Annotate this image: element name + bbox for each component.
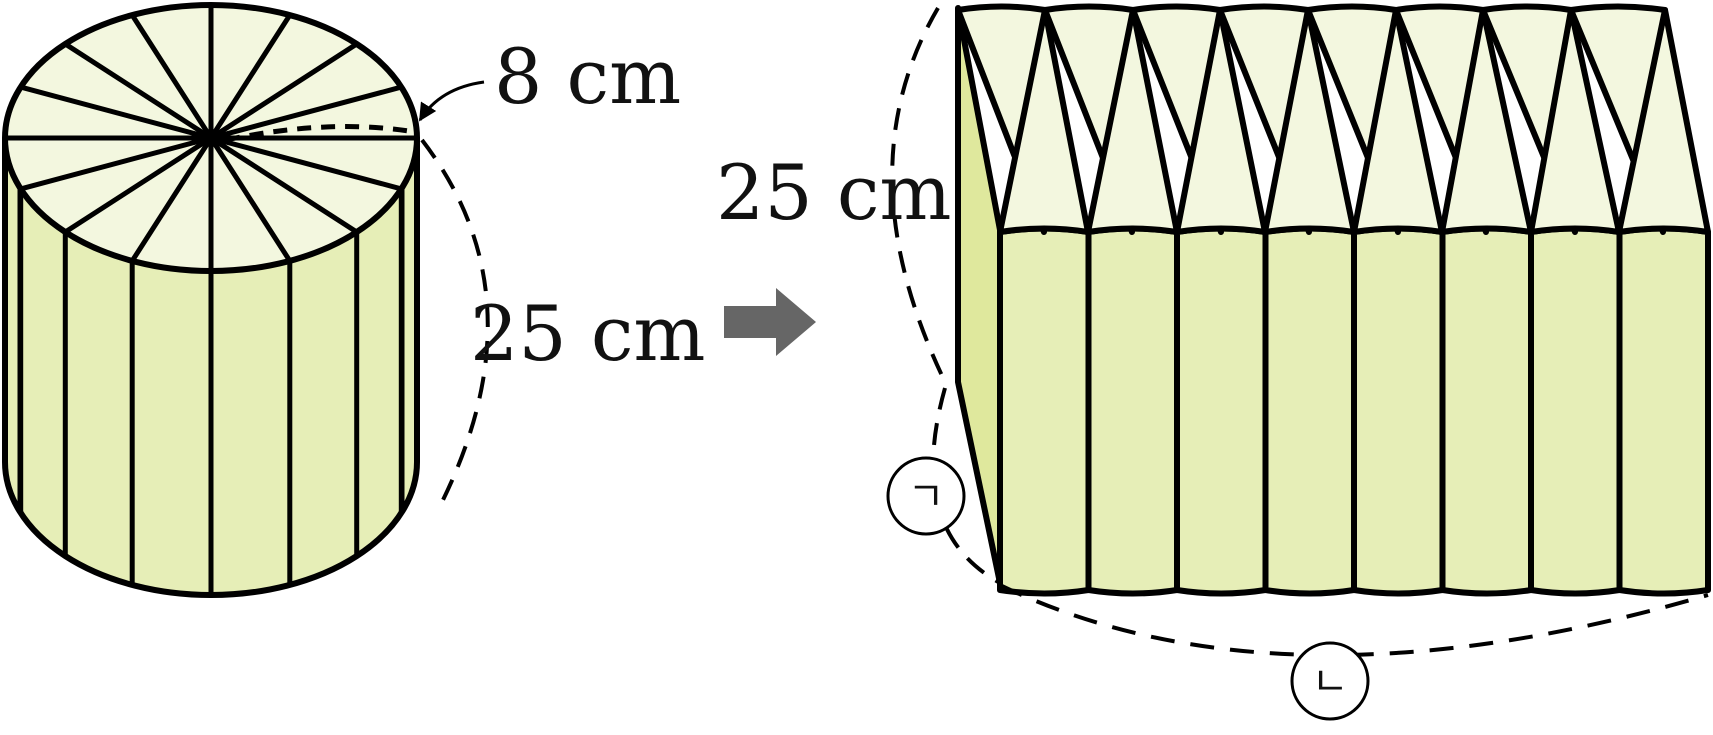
mark-b-label: ㄴ bbox=[1312, 659, 1349, 705]
bottom-length-brace bbox=[999, 583, 1709, 658]
radius-dashed-line bbox=[225, 124, 416, 143]
slice-line bbox=[63, 41, 213, 141]
piece-body bbox=[1262, 225, 1357, 597]
cylinder-height-label: 25 cm bbox=[470, 289, 706, 378]
piece-top-wedge-up bbox=[1616, 7, 1711, 235]
slice-line bbox=[210, 135, 402, 192]
slice-line bbox=[20, 135, 212, 192]
slice-line bbox=[209, 135, 359, 235]
cylinder-height-brace bbox=[420, 138, 490, 511]
piece-body bbox=[1085, 225, 1180, 597]
radius-leader-arrow bbox=[418, 80, 485, 122]
piece-body bbox=[1439, 225, 1534, 597]
slice-line bbox=[20, 84, 212, 141]
rearranged-shape: 25 cm ㄱ ㄴ bbox=[716, 3, 1711, 721]
slice-line bbox=[209, 41, 359, 141]
rearranged-pieces bbox=[955, 3, 1711, 597]
slice-line bbox=[63, 135, 213, 235]
radius-label: 8 cm bbox=[494, 32, 681, 121]
cylinder-top-slices bbox=[5, 5, 417, 271]
rearranged-height-label: 25 cm bbox=[716, 148, 952, 237]
piece-body bbox=[1174, 225, 1269, 597]
slice-line bbox=[130, 136, 214, 263]
piece-body bbox=[1351, 225, 1446, 597]
slice-line bbox=[208, 136, 292, 263]
slice-line bbox=[208, 13, 292, 140]
mark-a-label: ㄱ bbox=[908, 474, 945, 520]
piece-body bbox=[1528, 225, 1623, 597]
piece-body bbox=[997, 225, 1092, 597]
slice-line bbox=[130, 13, 214, 140]
mark-b-circle bbox=[1290, 641, 1370, 721]
sliced-cylinder: 8 cm 25 cm bbox=[2, 2, 706, 598]
slice-line bbox=[210, 84, 402, 141]
transform-arrow bbox=[724, 288, 816, 356]
cylinder-cut-lines bbox=[17, 187, 405, 595]
piece-body bbox=[1616, 225, 1711, 597]
rearranged-height-brace bbox=[890, 6, 947, 383]
mark-a-circle bbox=[886, 456, 966, 536]
